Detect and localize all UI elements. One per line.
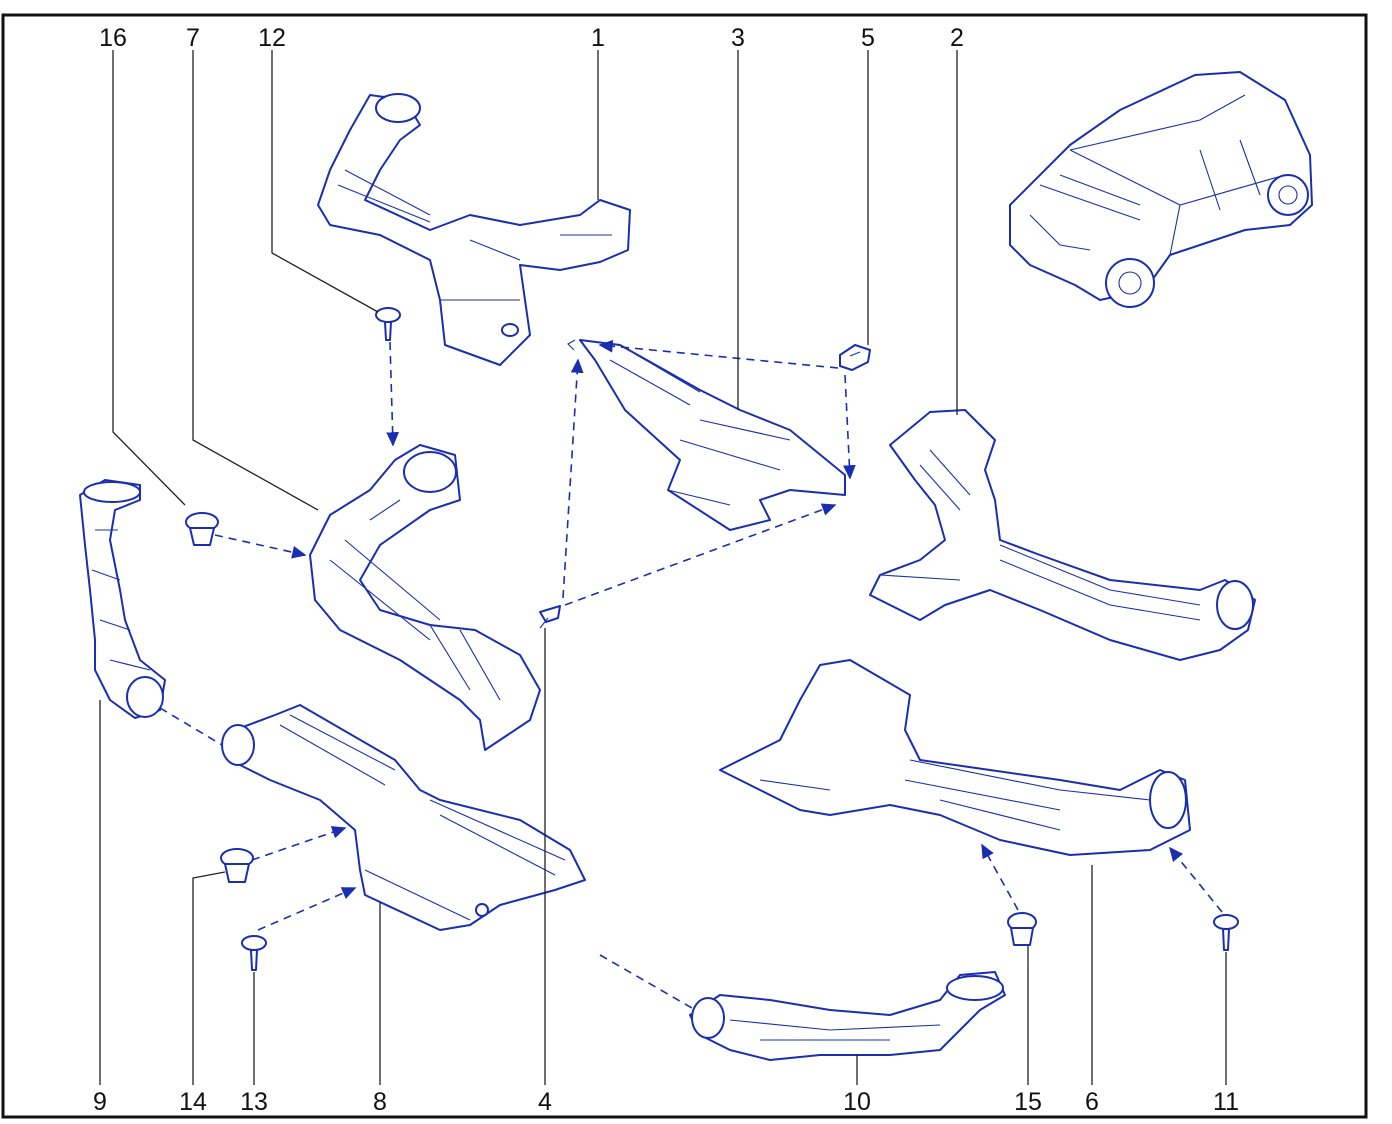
part-9-tube: [79, 479, 166, 719]
callout-11: 11: [1213, 1088, 1239, 1116]
vehicle-thumbnail: [1009, 71, 1313, 308]
part-13-screw: [241, 935, 267, 971]
leader-lines: [99, 50, 1227, 1085]
part-14-clip: [220, 848, 254, 883]
part-5-clip: [839, 344, 871, 371]
callout-3: 3: [731, 24, 745, 52]
part-12-screw: [375, 307, 401, 341]
part-16-clip: [185, 512, 219, 546]
callout-4: 4: [538, 1088, 552, 1116]
callout-9: 9: [93, 1088, 107, 1116]
assembly-lines: [159, 339, 1223, 1009]
part-11-screw: [1213, 914, 1239, 951]
callout-12: 12: [258, 24, 286, 52]
callout-13: 13: [240, 1088, 268, 1116]
part-7-duct: [309, 444, 541, 751]
callout-2: 2: [950, 24, 964, 52]
callout-1: 1: [591, 24, 605, 52]
callout-8: 8: [373, 1088, 387, 1116]
part-8-vent: [221, 704, 586, 931]
part-15-clip: [1007, 912, 1037, 946]
part-6-duct: [719, 659, 1191, 856]
callout-15: 15: [1014, 1088, 1042, 1116]
callout-labels: 16 7 12 1 3 5 2 9 14 13 8 4 10 15 6 11: [93, 24, 1239, 1116]
part-2-duct: [869, 409, 1256, 661]
part-3-vent: [567, 339, 846, 531]
callout-7: 7: [186, 24, 200, 52]
part-1-duct: [317, 93, 631, 366]
part-10-tube: [689, 971, 1006, 1061]
part-4-screw: [539, 605, 561, 629]
callout-6: 6: [1085, 1088, 1099, 1116]
callout-5: 5: [861, 24, 875, 52]
callout-14: 14: [179, 1088, 207, 1116]
diagram-border: [1, 13, 1368, 1119]
callout-16: 16: [99, 24, 127, 52]
callout-10: 10: [843, 1088, 871, 1116]
